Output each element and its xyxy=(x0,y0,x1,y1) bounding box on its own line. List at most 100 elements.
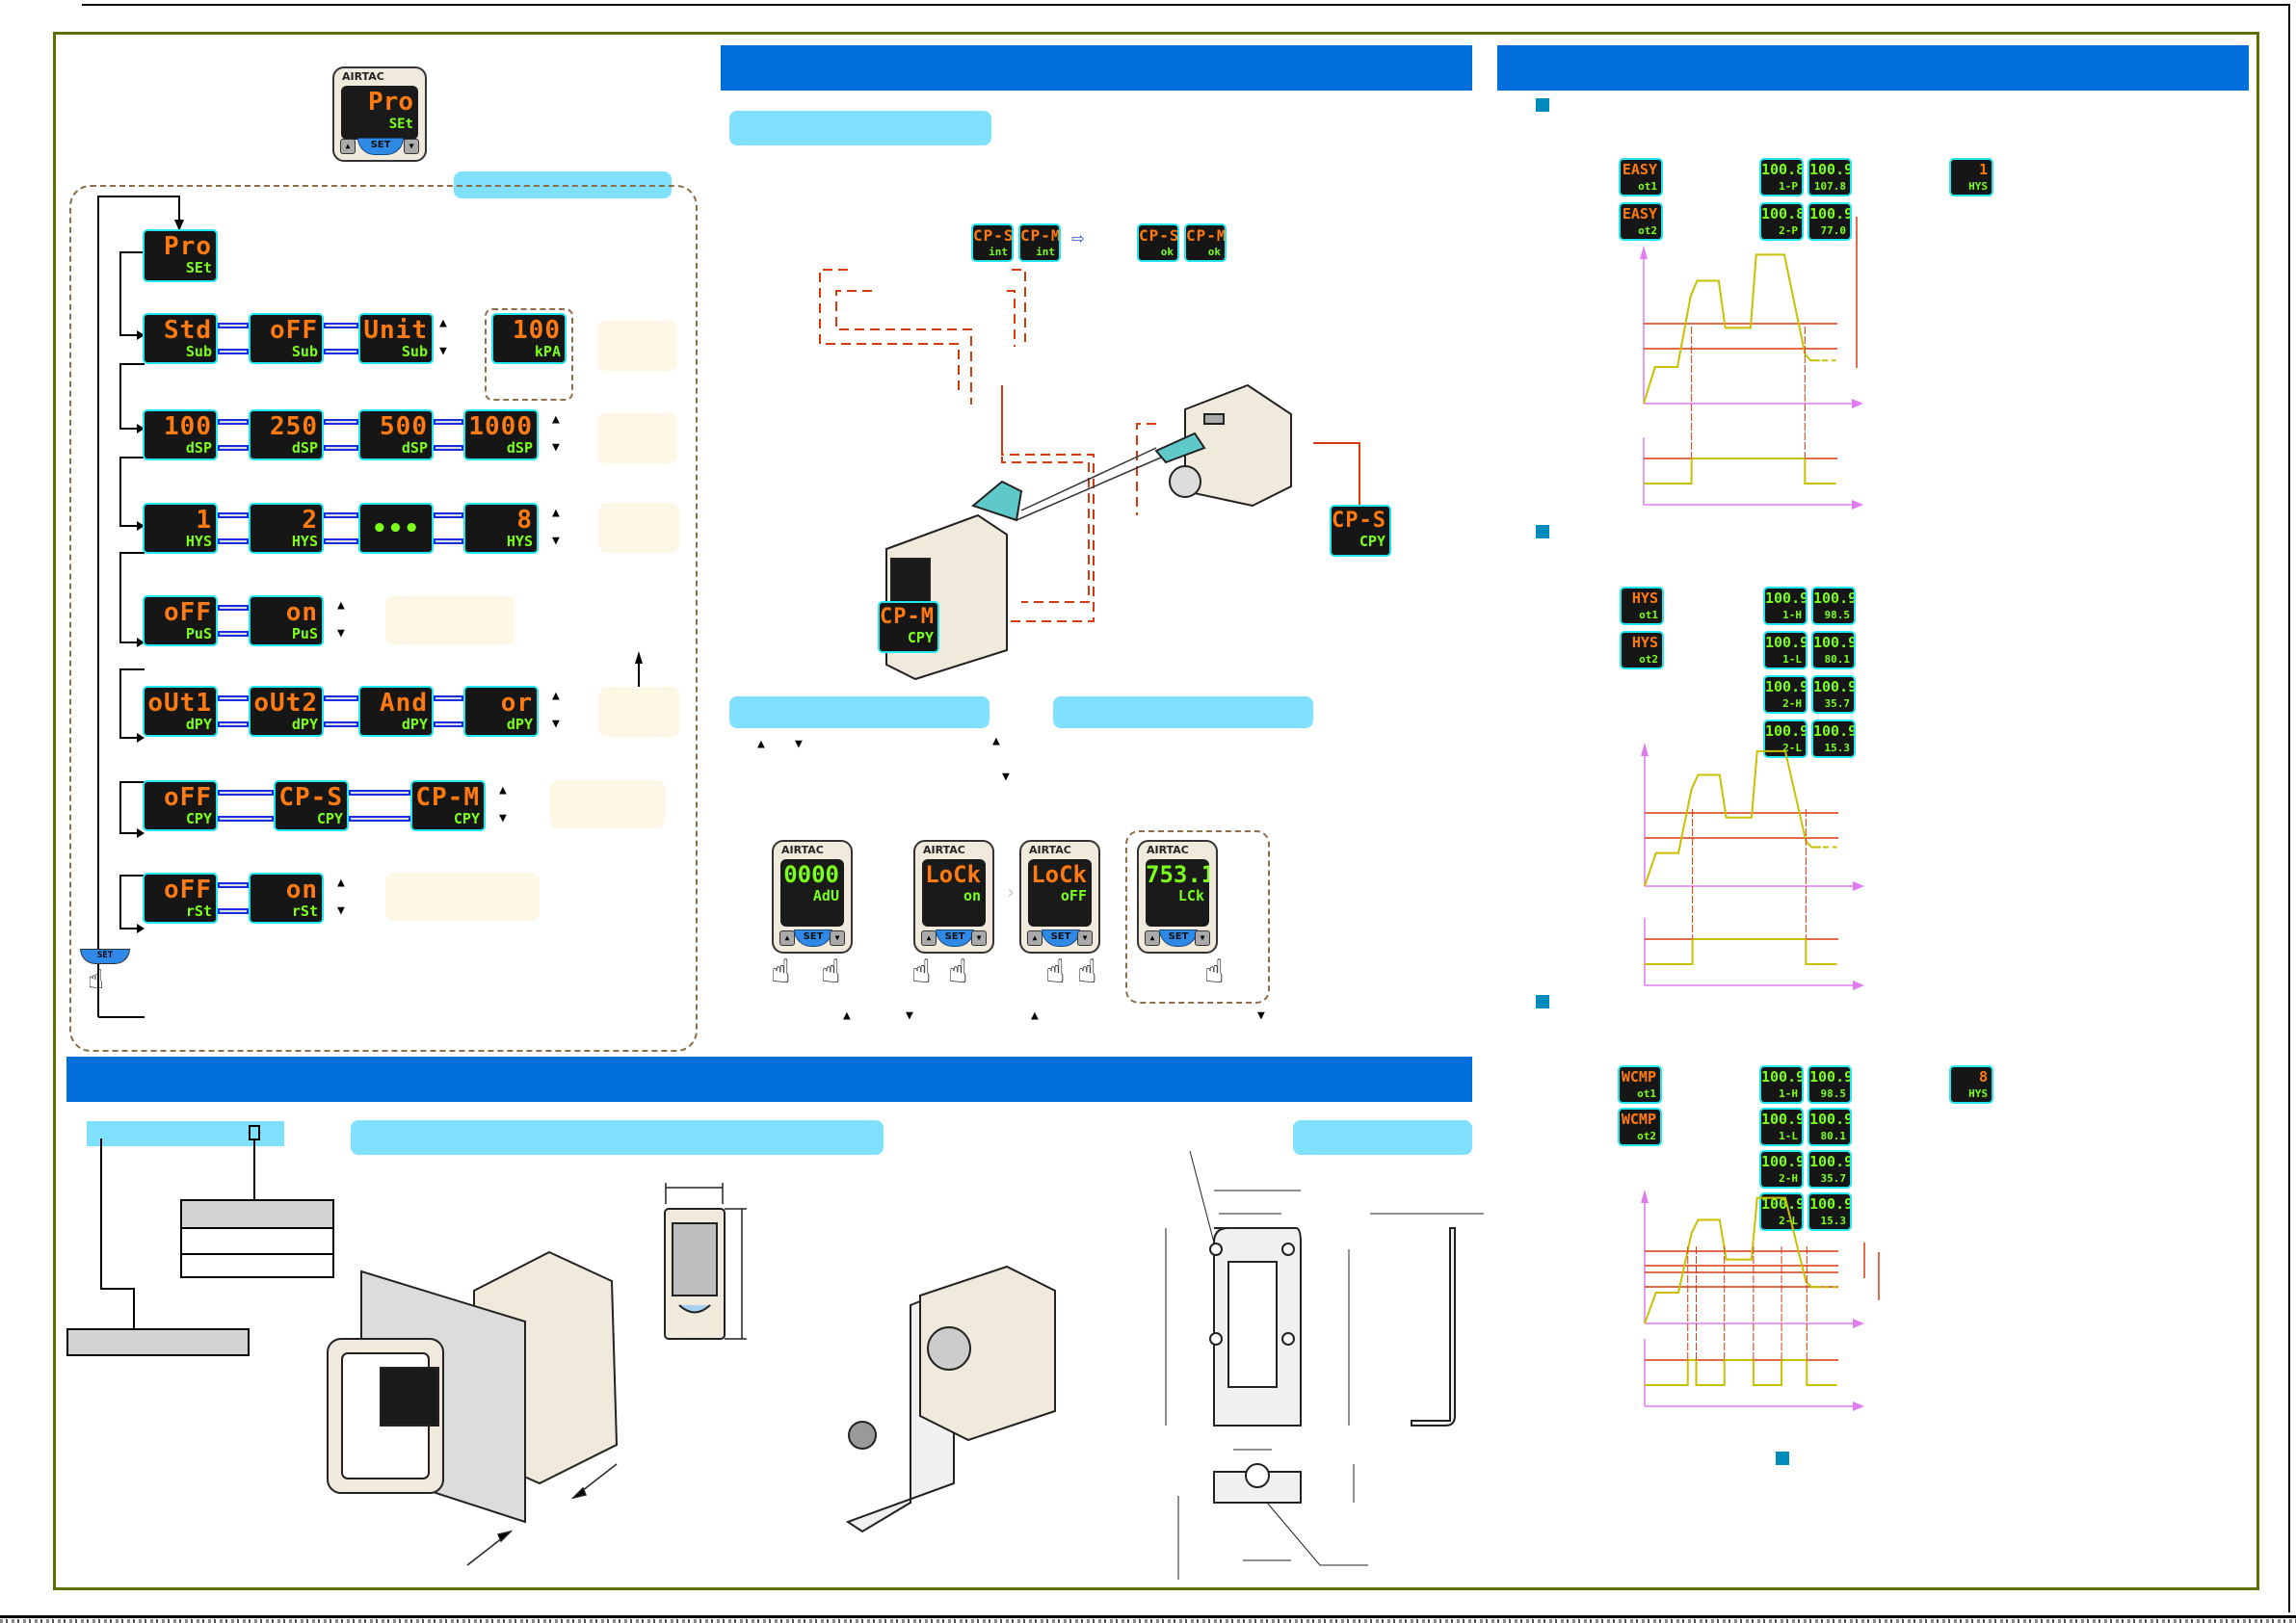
locked-example-box xyxy=(1125,830,1270,1004)
model-series-box xyxy=(66,1328,250,1356)
menu-flow-box xyxy=(69,185,698,1052)
lcd-hys-option: ••• xyxy=(358,503,434,554)
note-pus xyxy=(385,596,515,644)
up-key-glyph: ▲ xyxy=(337,598,345,613)
output-signal xyxy=(1645,1359,1837,1386)
down-key-icon[interactable]: ▼ xyxy=(404,139,419,154)
note-dpy xyxy=(599,687,679,737)
down-key-button[interactable]: ▼ xyxy=(1077,930,1093,946)
next-option-arrow xyxy=(218,695,249,701)
prev-option-arrow xyxy=(324,349,358,354)
up-key-button[interactable]: ▲ xyxy=(779,930,795,946)
page-top-rule xyxy=(82,4,2290,6)
down-key-button[interactable]: ▼ xyxy=(1195,930,1210,946)
model-option-table xyxy=(180,1199,334,1278)
header-copy-function xyxy=(721,45,1472,91)
panel-mount-pill xyxy=(351,1120,884,1155)
pressure-signal xyxy=(1644,749,1821,887)
next-option-arrow xyxy=(349,790,410,796)
note-rst xyxy=(385,873,540,921)
next-option-arrow xyxy=(218,882,249,888)
up-key-glyph-caption: ▲ xyxy=(843,1008,851,1023)
page-right-rule xyxy=(2288,4,2290,1612)
up-key-glyph: ▲ xyxy=(757,737,765,751)
x-axis-arrow-icon xyxy=(1853,881,1864,891)
up-key-glyph: ▲ xyxy=(552,412,560,427)
finger-right-icon: ☝ xyxy=(821,953,841,991)
zero-main-readout: 0000 xyxy=(783,861,839,888)
output-signal xyxy=(1645,938,1837,965)
lock-off-sub-readout: oFF xyxy=(1060,887,1087,904)
prev-option-arrow xyxy=(218,538,249,544)
down-key-button[interactable]: ▼ xyxy=(830,930,845,946)
lock-off-main-readout: LoCk xyxy=(1031,861,1087,888)
prev-option-arrow xyxy=(349,816,410,822)
finger-left-icon: ☝ xyxy=(771,953,791,991)
up-key-button[interactable]: ▲ xyxy=(1027,930,1042,946)
next-option-arrow xyxy=(324,323,358,328)
output-x-axis-arrow-icon xyxy=(1853,1401,1864,1411)
lock-on-main-readout: LoCk xyxy=(925,861,981,888)
pressure-signal xyxy=(1643,253,1820,405)
down-key-button[interactable]: ▼ xyxy=(971,930,987,946)
up-key-button[interactable]: ▲ xyxy=(1145,930,1160,946)
page-bottom-rule xyxy=(0,1615,2296,1618)
up-key-icon[interactable]: ▲ xyxy=(340,139,356,154)
next-option-arrow xyxy=(218,419,249,425)
x-axis-arrow-icon xyxy=(1852,399,1863,408)
bullet-wcmp-mode xyxy=(1536,995,1549,1008)
prev-option-arrow xyxy=(218,631,249,637)
next-option-arrow xyxy=(434,512,463,518)
output-x-axis-arrow-icon xyxy=(1853,981,1864,990)
device-brand: AIRTAC xyxy=(342,70,384,83)
next-option-arrow xyxy=(324,695,358,701)
note-cpy xyxy=(550,780,665,828)
down-key-glyph-caption: ▼ xyxy=(906,1008,913,1023)
page-frame xyxy=(53,32,2259,1590)
finger-down-icon: ☝ xyxy=(1077,953,1097,991)
x-axis-arrow-icon xyxy=(1853,1319,1864,1328)
prev-option-arrow xyxy=(434,445,463,451)
up-key-glyph: ▲ xyxy=(552,506,560,520)
up-key-button[interactable]: ▲ xyxy=(921,930,937,946)
prev-option-arrow xyxy=(218,816,274,822)
panel-mount-illustration xyxy=(327,1150,1484,1580)
zero-adjust-pill xyxy=(729,696,990,728)
bullet-hys-mode xyxy=(1536,525,1549,538)
prev-option-arrow xyxy=(434,721,463,727)
header-model-dimensions xyxy=(66,1057,1472,1102)
down-key-glyph: ▼ xyxy=(499,811,507,825)
lock-on-sub-readout: on xyxy=(963,887,981,904)
press-set-hint: SET ☝ xyxy=(80,949,133,1007)
up-key-glyph: ▲ xyxy=(552,689,560,703)
